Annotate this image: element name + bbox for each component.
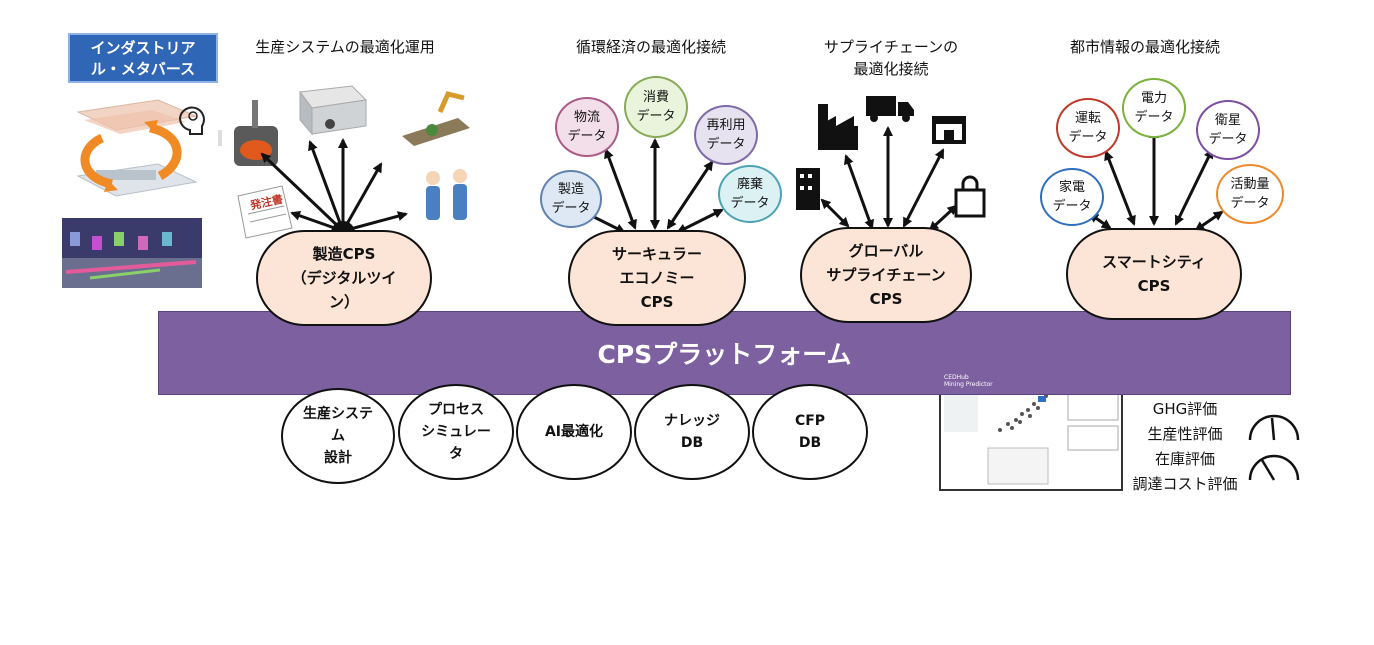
smart-city-cps: スマートシティ CPS xyxy=(1066,228,1242,320)
eval-ghg: GHG評価 xyxy=(1152,400,1218,418)
dashboard-brand: CEDHub xyxy=(944,374,969,381)
caption-supply-line-2: 最適化接続 xyxy=(853,60,929,78)
tool-ai-optimization: AI最適化 xyxy=(516,384,632,480)
machine-icon xyxy=(299,85,368,136)
metaverse-badge: インダストリア ル・メタバース xyxy=(68,33,218,83)
global-supply-chain-cps: グローバル サプライチェーン CPS xyxy=(800,227,972,323)
building-icon xyxy=(796,168,820,210)
robot-arm-icon xyxy=(402,91,470,146)
caption-circular: 循環経済の最適化接続 xyxy=(575,38,726,56)
gauge-icon xyxy=(1248,414,1300,481)
bubble-satellite-data: 衛星 データ xyxy=(1196,100,1260,160)
bubble-appliance-data: 家電 データ xyxy=(1040,168,1104,226)
tool-process-simulator: プロセス シミュレー タ xyxy=(398,384,514,480)
dashboard-subtitle: Mining Predictor xyxy=(944,381,993,388)
caption-supply-line-1: サプライチェーンの xyxy=(823,38,959,56)
tool-cfp-db: CFP DB xyxy=(752,384,868,480)
bubble-logistics-data: 物流 データ xyxy=(555,97,619,157)
bubble-activity-data: 活動量 データ xyxy=(1216,164,1284,224)
manufacturing-cps: 製造CPS （デジタルツイ ン） xyxy=(256,230,432,326)
city-arrows xyxy=(1088,128,1224,232)
furnace-icon xyxy=(218,100,278,166)
eval-procurement-cost: 調達コスト評価 xyxy=(1132,475,1238,493)
platform-label: CPSプラットフォーム xyxy=(597,340,852,369)
shopping-bag-icon xyxy=(954,175,986,218)
worker-icon xyxy=(426,169,467,220)
bubble-power-data: 電力 データ xyxy=(1122,78,1186,138)
caption-city: 都市情報の最適化接続 xyxy=(1069,38,1220,56)
factory-3d-render xyxy=(62,218,202,288)
badge-line-1: インダストリア xyxy=(90,39,196,57)
eval-productivity: 生産性評価 xyxy=(1147,425,1223,443)
tool-production-system-design: 生産システ ム 設計 xyxy=(281,388,395,484)
truck-icon xyxy=(866,96,914,122)
circular-economy-cps: サーキュラー エコノミー CPS xyxy=(568,230,746,326)
bubble-driving-data: 運転 データ xyxy=(1056,98,1120,158)
digital-twin-illustration xyxy=(76,99,198,197)
factory-icon xyxy=(818,104,858,150)
badge-line-2: ル・メタバース xyxy=(90,60,196,78)
brain-icon xyxy=(178,106,205,135)
supply-arrows xyxy=(820,126,958,232)
bubble-disposal-data: 廃棄 データ xyxy=(718,165,782,223)
bubble-manufacturing-data: 製造 データ xyxy=(540,170,602,228)
tool-knowledge-db: ナレッジ DB xyxy=(634,384,750,480)
eval-inventory: 在庫評価 xyxy=(1154,450,1215,468)
caption-manufacturing: 生産システムの最適化運用 xyxy=(255,38,435,56)
order-sheet-icon xyxy=(237,185,293,239)
shop-icon xyxy=(932,116,966,144)
bubble-reuse-data: 再利用 データ xyxy=(694,105,758,165)
bubble-consumption-data: 消費 データ xyxy=(624,76,688,138)
